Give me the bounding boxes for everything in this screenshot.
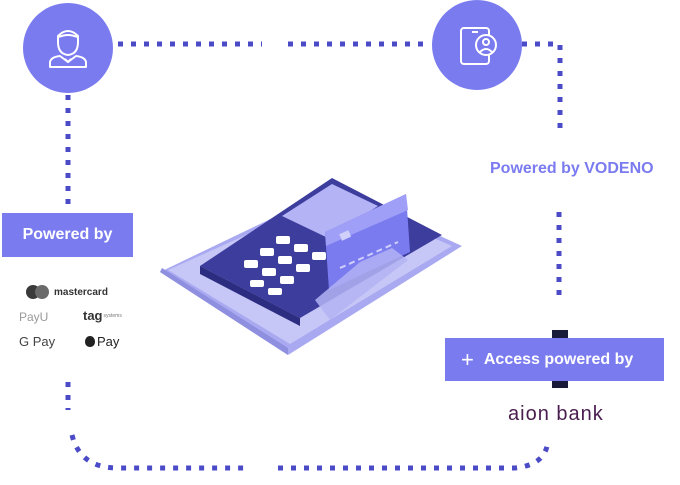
mastercard-circles-icon [26,285,50,299]
gpay-label: G Pay [19,334,56,349]
mastercard-logo: mastercard [26,285,108,299]
mobile-user-icon [460,27,497,65]
keypad [244,236,326,295]
apple-icon [85,336,95,347]
payu-logo: PayU [19,310,48,324]
powered-by-box: Powered by [2,213,133,257]
plus-icon: + [461,346,474,372]
powered-by-vodeno-label: Powered by VODENO [490,160,654,177]
powered-by-label: Powered by [22,226,113,243]
applepay-label: Pay [97,334,120,349]
connector-bottom [69,434,550,471]
user-icon [49,30,87,68]
tag-label: tag [83,308,103,323]
connector-top-right [522,41,563,135]
tag-systems-logo: tag systems [83,308,122,323]
access-powered-by-box: + Access powered by [445,338,664,381]
google-pay-logo: G Pay [19,334,55,349]
mobile-node [432,0,522,90]
apple-pay-logo: Pay [85,334,119,349]
tag-sub-label: systems [103,312,122,319]
user-node [23,3,113,93]
mastercard-label: mastercard [54,286,108,298]
payu-label: PayU [19,310,49,324]
card-terminal-icon [160,178,462,355]
connector-lines [65,41,563,471]
access-powered-by-label: Access powered by [483,350,634,368]
aion-bank-logo: aion bank [508,403,604,425]
